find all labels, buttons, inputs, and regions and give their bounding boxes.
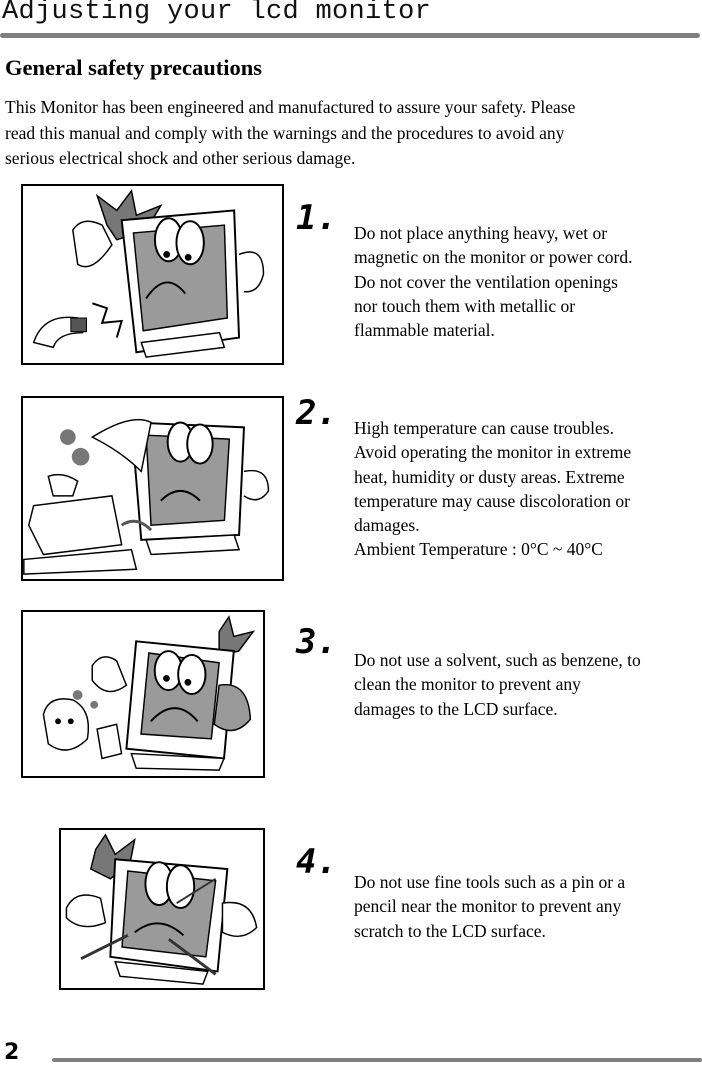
precaution-text: Do not use fine tools such as a pin or a… bbox=[354, 870, 625, 943]
precaution-line: clean the monitor to prevent any bbox=[354, 674, 581, 695]
header-title: Adjusting your lcd monitor bbox=[2, 0, 432, 27]
precaution-line: High temperature can cause troubles. bbox=[354, 418, 614, 438]
precaution-line: Do not cover the ventilation openings bbox=[354, 271, 618, 292]
precaution-line: magnetic on the monitor or power cord. bbox=[354, 247, 633, 268]
precaution-line: nor touch them with metallic or bbox=[354, 295, 576, 316]
precaution-line: heat, humidity or dusty areas. Extreme bbox=[354, 466, 625, 487]
intro-line: This Monitor has been engineered and man… bbox=[5, 97, 576, 117]
intro-paragraph: This Monitor has been engineered and man… bbox=[5, 95, 702, 172]
precaution-line: Ambient Temperature : 0°C ~ 40°C bbox=[354, 539, 603, 560]
monitor-solvent-illustration bbox=[21, 610, 265, 778]
precaution-number: 4. bbox=[296, 842, 337, 882]
precaution-line: damages to the LCD surface. bbox=[354, 698, 558, 719]
monitor-heat-illustration bbox=[21, 396, 284, 581]
precaution-line: damages. bbox=[354, 515, 420, 536]
header-divider bbox=[0, 33, 700, 38]
precaution-text: Do not use a solvent, such as benzene, t… bbox=[354, 648, 641, 721]
precaution-line: Do not use fine tools such as a pin or a bbox=[354, 872, 626, 892]
monitor-sharp-tools-illustration bbox=[59, 828, 265, 990]
precaution-line: Avoid operating the monitor in extreme bbox=[354, 442, 632, 463]
illustration-icon bbox=[32, 189, 265, 358]
precaution-line: scratch to the LCD surface. bbox=[354, 920, 546, 941]
monitor-magnet-illustration bbox=[21, 184, 284, 365]
intro-line: read this manual and comply with the war… bbox=[5, 122, 565, 143]
precaution-line: flammable material. bbox=[354, 320, 495, 341]
section-title: General safety precautions bbox=[5, 55, 263, 80]
precaution-line: pencil near the monitor to prevent any bbox=[354, 896, 622, 917]
illustration-icon bbox=[42, 615, 256, 771]
illustration-icon bbox=[23, 419, 270, 575]
precaution-number: 3. bbox=[296, 622, 337, 662]
page-number: 2 bbox=[4, 1040, 20, 1065]
precaution-line: Do not use a solvent, such as benzene, t… bbox=[354, 650, 641, 670]
footer-divider bbox=[52, 1058, 702, 1062]
precaution-line: temperature may cause discoloration or bbox=[354, 490, 631, 511]
precaution-text: High temperature can cause troubles. Avo… bbox=[354, 416, 631, 562]
intro-line: serious electrical shock and other serio… bbox=[5, 148, 356, 168]
illustration-icon bbox=[65, 833, 258, 985]
precaution-line: Do not place anything heavy, wet or bbox=[354, 223, 608, 243]
precaution-text: Do not place anything heavy, wet or magn… bbox=[354, 221, 632, 342]
precaution-number: 2. bbox=[296, 393, 337, 433]
precaution-number: 1. bbox=[296, 198, 337, 238]
